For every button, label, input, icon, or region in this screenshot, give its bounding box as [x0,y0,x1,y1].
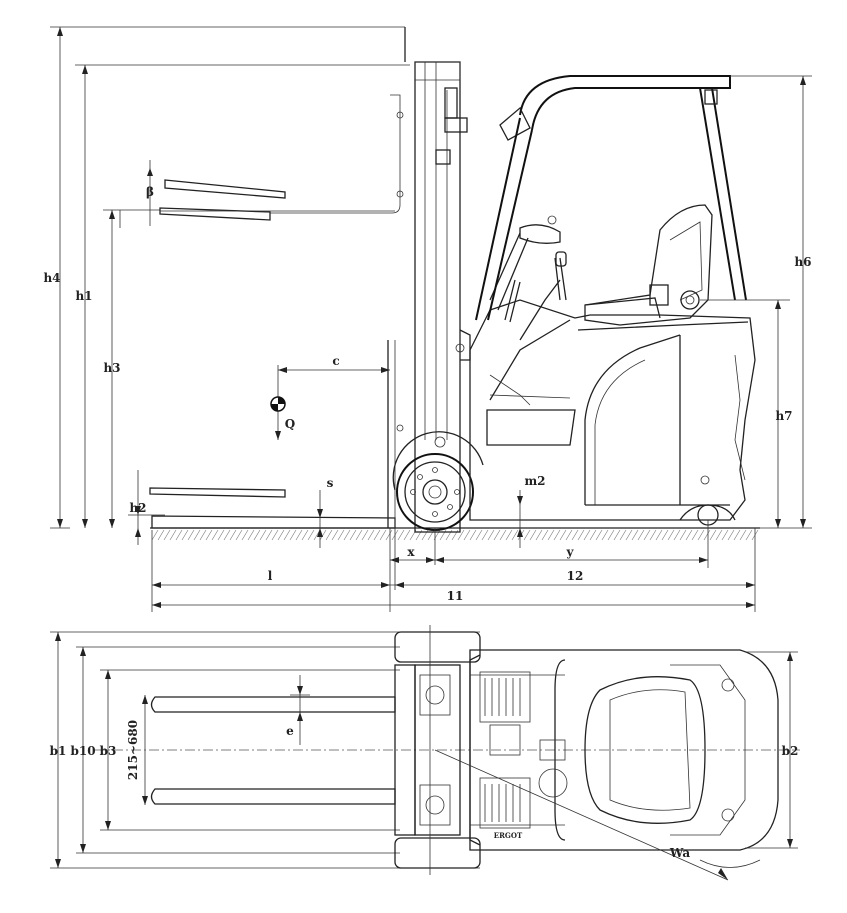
load-center [270,365,390,440]
label-m2: m2 [524,474,545,488]
dimension-m2 [517,490,523,548]
dimension-s [317,490,323,548]
turning-radius-wa [434,749,761,881]
label-q: Q [285,417,295,431]
dimension-b10 [76,646,400,854]
label-l1: 11 [447,589,464,603]
side-view: h4 h1 h3 h2 β c Q s m2 h6 h7 x y l 12 11 [43,26,812,612]
operator-seat [584,204,713,326]
body-top [469,649,779,851]
label-h3: h3 [103,361,120,375]
dimension-h3 [103,209,160,528]
raised-forks [159,94,404,221]
label-beta: β [146,185,154,199]
tilt-angle-mark [119,160,153,228]
label-b10: b10 [70,744,95,758]
label-h4: h4 [43,271,60,285]
ground-line [150,527,760,541]
forks-top [150,696,396,805]
label-c: c [332,354,339,368]
label-fork-spread: 215~680 [126,720,140,780]
dimension-l-l2 [151,528,756,612]
dimension-h6 [730,75,812,529]
carriage-top [394,625,481,875]
label-b1: b1 [50,744,67,758]
control-levers [489,251,567,406]
overhead-guard [475,75,747,321]
dimension-h2 [128,470,165,545]
rear-wheel [679,504,736,526]
label-h2: h2 [129,501,146,515]
dimension-x-y [389,520,709,612]
label-b3: b3 [100,744,117,758]
label-y: y [566,545,575,559]
dimension-b2 [745,651,798,849]
dimension-h7 [700,299,790,528]
dimension-l1 [152,602,755,608]
dimension-e [290,675,310,745]
mast [404,27,471,533]
label-l: l [268,569,273,583]
label-s: s [327,476,334,490]
label-h1: h1 [75,289,92,303]
seat-brand-text: ERGOT [494,831,523,840]
label-e: e [286,724,294,738]
dimension-h4 [50,26,405,529]
dimension-h1 [75,64,410,528]
top-view: b1 b10 b3 215~680 e b2 Wa ERGOT [50,625,800,881]
label-b2: b2 [782,744,799,758]
label-x: x [407,545,415,559]
truck-body [469,279,756,521]
label-l2: 12 [567,569,584,583]
label-h6: h6 [794,255,811,269]
label-h7: h7 [775,409,792,423]
label-wa: Wa [669,846,690,860]
